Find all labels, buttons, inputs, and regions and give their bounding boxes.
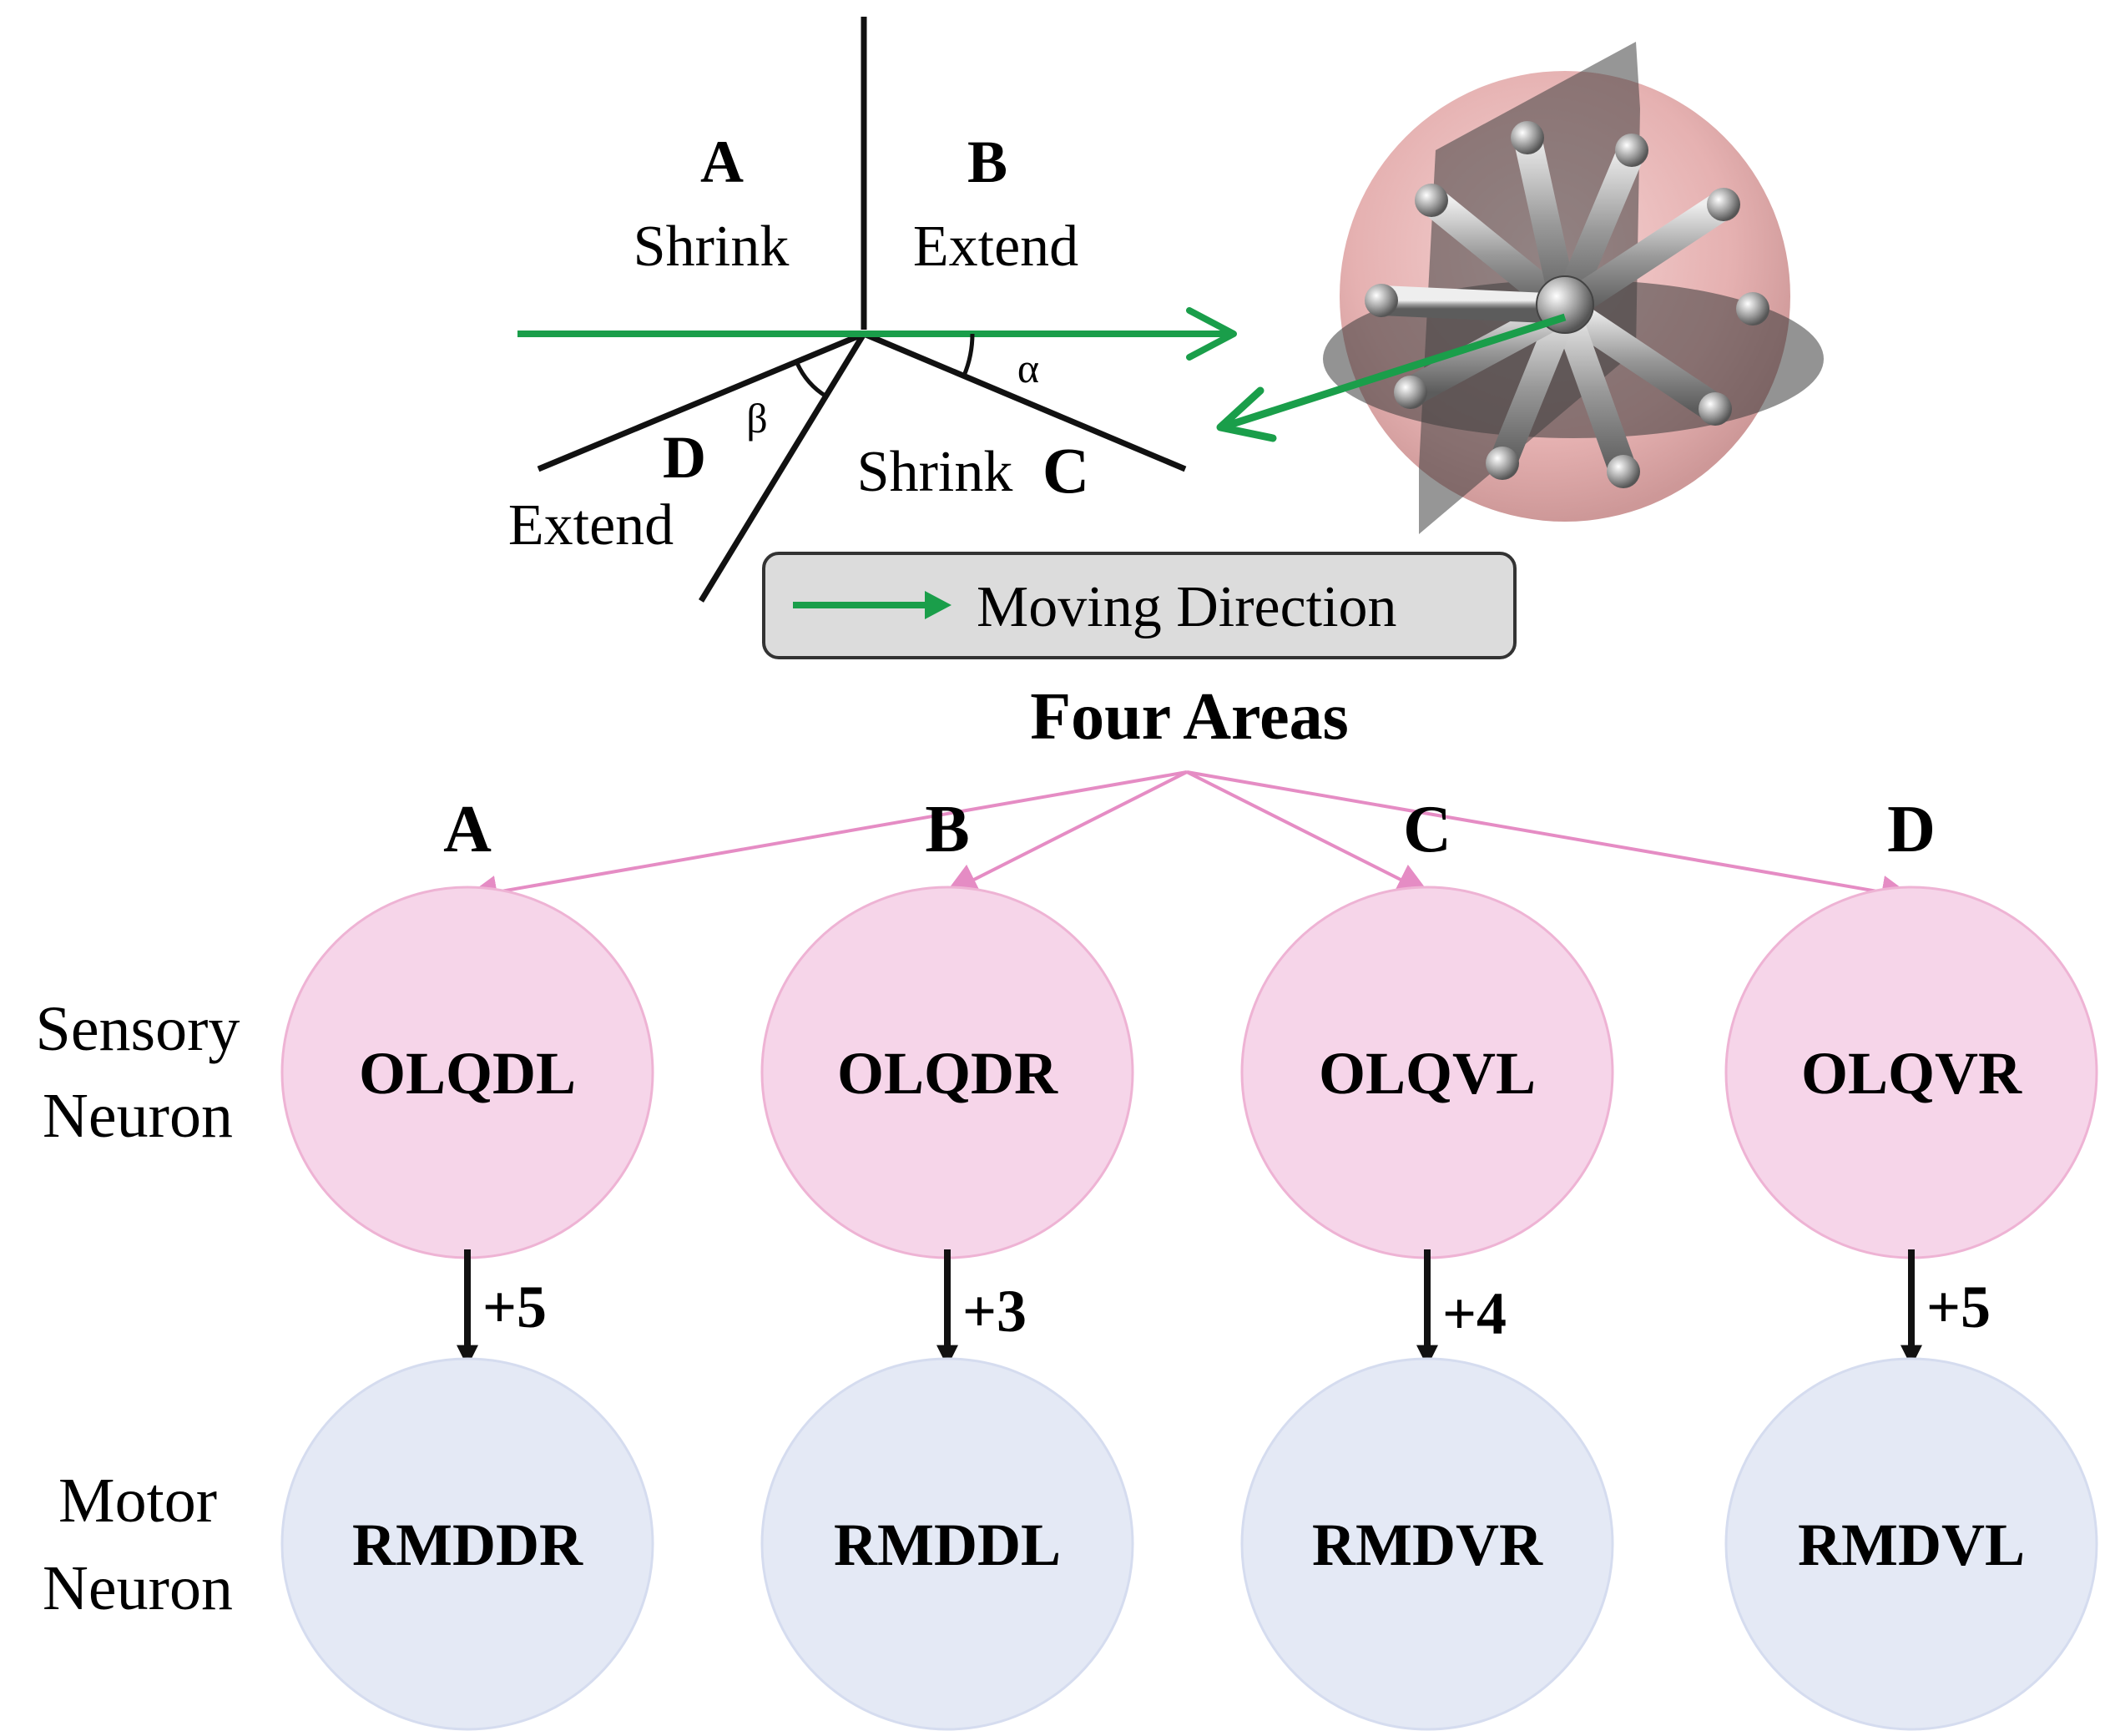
- area-b-letter: B: [967, 129, 1007, 195]
- fan-arrow-d: [1186, 770, 1915, 909]
- sensory-neuron-label: OLQDR: [837, 1040, 1058, 1107]
- motor-neuron-label: RMDVL: [1798, 1511, 2025, 1578]
- robot-direction-arrow: [1225, 313, 1567, 430]
- area-a-letter: A: [700, 129, 744, 195]
- column-area-letter: D: [1887, 793, 1936, 866]
- robot-end-balls: [1365, 121, 1769, 488]
- motor-neuron-label: RMDDR: [352, 1511, 583, 1578]
- sensory-label-line2: Neuron: [43, 1081, 233, 1151]
- area-b-action: Extend: [913, 214, 1078, 279]
- motor-label-line1: Motor: [58, 1466, 217, 1536]
- fan-arrow-a: [464, 770, 1188, 909]
- area-d-letter: D: [663, 424, 706, 491]
- fan-arrow-c: [1186, 770, 1431, 895]
- column-c: C OLQVL +4 RMDVR: [1240, 793, 1614, 1731]
- motor-neuron-label: RMDDL: [834, 1511, 1061, 1578]
- synapse-weight: +3: [962, 1278, 1027, 1345]
- alpha-arc: [962, 333, 975, 376]
- sensory-neuron-label: OLQVL: [1319, 1040, 1536, 1107]
- area-sketch: A Shrink B Extend Shrink C D Extend α β: [508, 17, 1237, 603]
- beta-arc: [795, 361, 828, 399]
- column-a: A OLQDL +5 RMDDR: [280, 793, 654, 1731]
- legend: Moving Direction: [762, 552, 1517, 659]
- area-a-action: Shrink: [634, 214, 790, 279]
- robot-rods: [1366, 124, 1768, 486]
- area-c-action: Shrink: [857, 440, 1013, 504]
- robot-direction-arrowhead: [1216, 386, 1277, 442]
- robot-sphere-illustration: [1216, 42, 1824, 534]
- column-area-letter: A: [443, 793, 492, 866]
- four-areas-title: Four Areas: [1030, 680, 1348, 754]
- motor-label-line2: Neuron: [43, 1553, 233, 1623]
- alpha-label: α: [1017, 345, 1039, 391]
- legend-box: [762, 552, 1517, 659]
- column-area-letter: C: [1403, 793, 1451, 866]
- boundary-line-cd: [699, 332, 866, 603]
- synapse-weight: +5: [1926, 1274, 1991, 1340]
- fan-arrow-b: [944, 770, 1188, 895]
- area-c-letter: C: [1042, 434, 1089, 507]
- sensory-neuron-label: OLQDL: [359, 1040, 576, 1107]
- boundary-line-c: [862, 331, 1187, 472]
- motor-neuron-node: [760, 1357, 1134, 1731]
- column-area-letter: B: [925, 793, 969, 866]
- moving-direction-arrowhead: [1186, 307, 1237, 361]
- motor-neuron-node: [280, 1357, 654, 1731]
- row-labels: Sensory Neuron Motor Neuron: [36, 994, 240, 1623]
- legend-label: Moving Direction: [977, 575, 1397, 639]
- motor-neuron-label: RMDVR: [1312, 1511, 1543, 1578]
- fan-arrows: [464, 770, 1915, 909]
- synapse-weight: +4: [1442, 1280, 1507, 1347]
- column-b: B OLQDR +3 RMDDL: [760, 793, 1134, 1731]
- synapse-weight: +5: [482, 1274, 547, 1340]
- boundary-line-d: [537, 331, 866, 472]
- motor-neuron-node: [1240, 1357, 1614, 1731]
- area-d-action: Extend: [508, 493, 674, 558]
- motor-neuron-node: [1724, 1357, 2098, 1731]
- legend-arrow-head: [925, 591, 952, 619]
- sensory-label-line1: Sensory: [36, 994, 240, 1064]
- column-d: D OLQVR +5 RMDVL: [1724, 793, 2098, 1731]
- beta-label: β: [746, 395, 767, 442]
- sensory-neuron-label: OLQVR: [1801, 1040, 2022, 1107]
